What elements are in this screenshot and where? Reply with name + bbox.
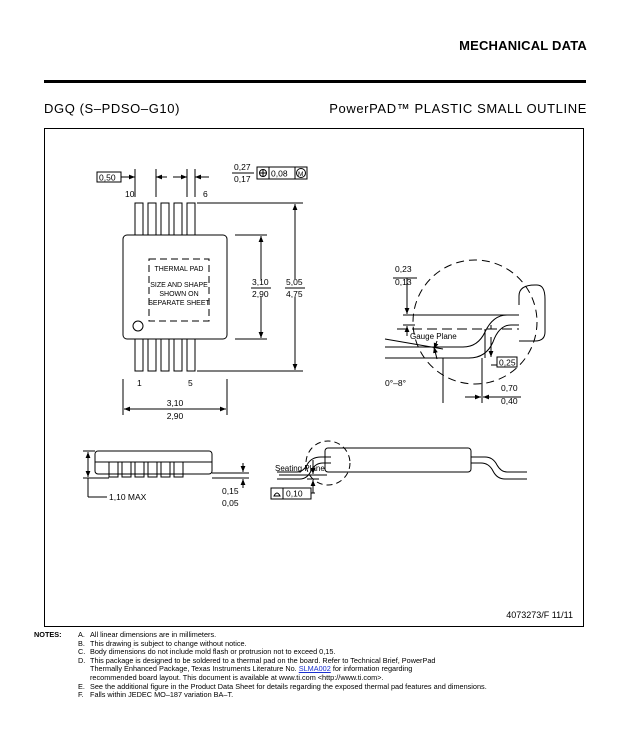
pin-1-label: 1 [137, 378, 142, 388]
pin-10-label: 10 [125, 189, 135, 199]
coplanarity-value: 0,10 [286, 489, 303, 499]
note-text: Thermally Enhanced Package, Texas Instru… [90, 664, 299, 674]
gauge-value: 0,25 [499, 358, 516, 368]
standoff-min: 0,05 [222, 498, 239, 508]
notes-label: NOTES: [34, 630, 62, 639]
pin1-marker [132, 320, 144, 332]
body-width-max: 3,10 [167, 398, 184, 408]
side-detail-circle [305, 440, 351, 486]
side-height-label: 1,10 MAX [109, 492, 147, 502]
package-description: PowerPAD™ PLASTIC SMALL OUTLINE [329, 101, 587, 116]
note-letter: C. [78, 647, 86, 657]
note-d-line2: Thermally Enhanced Package, Texas Instru… [78, 665, 412, 674]
note-letter: F. [78, 690, 84, 700]
note-text: This drawing is subject to change withou… [90, 638, 247, 648]
mechanical-drawing: 0,50 0,27 0,17 0,08 M 10 6 1 5 THERMAL P… [83, 162, 546, 508]
foot-length-max: 0,70 [501, 383, 518, 393]
pin-6-label: 6 [203, 189, 208, 199]
note-e: E. See the additional figure in the Produ… [78, 681, 487, 692]
detail-view [384, 259, 546, 403]
top-view [96, 166, 308, 415]
thermal-pad-line4: SEPARATE SHEET [148, 300, 210, 307]
side-view [83, 440, 527, 500]
lead-width-min: 0,17 [234, 174, 251, 184]
detail-height-min: 0,13 [395, 277, 412, 287]
note-text: for information regarding [330, 664, 413, 674]
thermal-pad-line2: SIZE AND SHAPE [150, 282, 208, 289]
drawing-number: 4073273/F 11/11 [506, 610, 573, 620]
foot-length-min: 0,40 [501, 396, 518, 406]
note-d: D. This package is designed to be soldere… [78, 655, 436, 666]
note-text: recommended board layout. This document … [90, 673, 384, 682]
tolerance-frame [256, 166, 308, 180]
pin-5-label: 5 [188, 378, 193, 388]
note-letter: D. [78, 655, 86, 665]
lead-width-max: 0,27 [234, 162, 251, 172]
note-a: A. All linear dimensions are in millimete… [78, 630, 217, 640]
detail-circle [412, 259, 538, 385]
pitch-value: 0,50 [99, 173, 116, 183]
body-width-min: 2,90 [167, 411, 184, 421]
note-text: Body dimensions do not include mold flas… [90, 647, 336, 657]
body-length-max: 3,10 [252, 277, 269, 287]
note-letter: B. [78, 638, 85, 648]
side-body-profile [324, 447, 472, 473]
note-c: C. Body dimensions do not include mold fl… [78, 647, 336, 657]
gauge-plane-label: Gauge Plane [410, 332, 457, 341]
note-f: F. Falls within JEDEC MO–187 variation BA… [78, 690, 234, 700]
total-width-min: 4,75 [286, 289, 303, 299]
seating-plane-label: Seating Plane [275, 464, 325, 473]
bottom-leads [134, 338, 196, 372]
flatness-symbol [273, 492, 281, 497]
detail-height-max: 0,23 [395, 264, 412, 274]
lead-profile-lower [385, 324, 519, 359]
tolerance-value: 0,08 [271, 169, 288, 179]
side-leads [108, 461, 184, 478]
drawing-frame: 0,50 0,27 0,17 0,08 M 10 6 1 5 THERMAL P… [44, 128, 584, 627]
note-text: Falls within JEDEC MO–187 variation BA–T… [90, 690, 234, 700]
body-edge [518, 284, 546, 342]
tolerance-mod: M [298, 171, 303, 178]
thermal-pad-title: THERMAL PAD [154, 266, 203, 273]
package-code: DGQ (S–PDSO–G10) [44, 101, 181, 116]
top-leads [134, 202, 196, 236]
side-lead-right [471, 456, 527, 473]
header-rule [44, 80, 586, 83]
note-text: This package is designed to be soldered … [90, 655, 436, 665]
lead-angle: 0°–8° [385, 378, 406, 388]
note-text: See the additional figure in the Product… [90, 681, 487, 691]
note-letter: E. [78, 681, 85, 691]
header-title: MECHANICAL DATA [459, 38, 587, 53]
thermal-pad-line3: SHOWN ON [159, 291, 198, 298]
note-b: B. This drawing is subject to change with… [78, 638, 247, 649]
mmc-symbol [296, 168, 306, 178]
body-length-min: 2,90 [252, 289, 269, 299]
thermal-pad-outline [148, 258, 210, 322]
note-letter: A. [78, 630, 85, 639]
gauge-value-box [496, 356, 518, 368]
total-width-max: 5,05 [286, 277, 303, 287]
note-text: All linear dimensions are in millimeters… [90, 630, 217, 639]
literature-link[interactable]: SLMA002 [298, 664, 331, 674]
standoff-max: 0,15 [222, 486, 239, 496]
note-d-line3: recommended board layout. This document … [78, 673, 384, 683]
